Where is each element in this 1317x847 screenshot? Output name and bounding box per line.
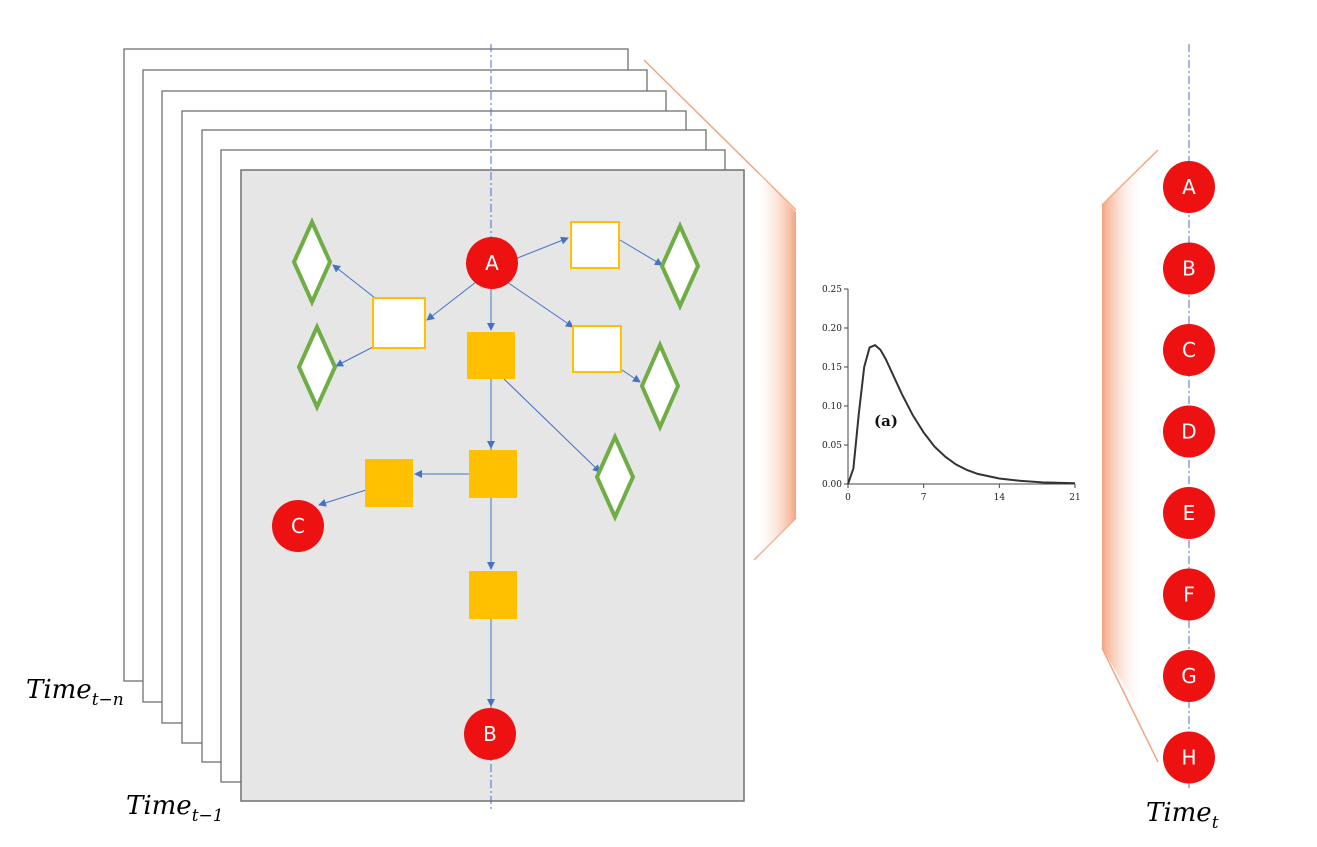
gold-square bbox=[469, 571, 517, 619]
svg-text:A: A bbox=[485, 251, 499, 275]
green-diamond bbox=[296, 322, 338, 412]
chart-y-tick-label: 0.15 bbox=[822, 363, 842, 373]
chart-y-tick-label: 0.00 bbox=[822, 480, 842, 490]
gold-square bbox=[365, 459, 413, 507]
white-box bbox=[572, 325, 622, 373]
chart-annotation: (a) bbox=[874, 412, 898, 430]
white-box bbox=[570, 221, 620, 269]
green-diamond bbox=[594, 432, 636, 522]
green-diamond bbox=[659, 221, 701, 311]
chart-y-tick-label: 0.10 bbox=[822, 402, 842, 412]
svg-text:H: H bbox=[1181, 746, 1196, 770]
graph-node-a: A bbox=[466, 237, 518, 289]
chart-x-tick-label: 0 bbox=[845, 493, 851, 503]
output-node-b: B bbox=[1163, 242, 1215, 295]
output-node-e: E bbox=[1163, 487, 1215, 539]
green-diamonds bbox=[291, 217, 701, 522]
output-node-h: H bbox=[1163, 731, 1215, 784]
svg-text:B: B bbox=[1182, 257, 1196, 281]
gold-square bbox=[467, 332, 515, 379]
svg-text:B: B bbox=[483, 722, 497, 746]
svg-text:A: A bbox=[1182, 175, 1196, 199]
white-box bbox=[372, 297, 426, 349]
chart-x-tick-label: 7 bbox=[921, 493, 927, 503]
gold-square bbox=[469, 450, 517, 498]
intermediate-white-boxes bbox=[372, 221, 622, 373]
gold-squares bbox=[365, 332, 517, 619]
output-node-c: C bbox=[1163, 324, 1215, 376]
projection-wedge-right bbox=[1101, 149, 1159, 763]
green-diamond bbox=[639, 340, 681, 432]
time-label-t-minus-n: Timet−n bbox=[26, 675, 124, 710]
chart-series-line bbox=[847, 344, 1076, 485]
graph-edges bbox=[318, 236, 663, 707]
green-diamond bbox=[291, 217, 333, 307]
time-label-t: Timet bbox=[1146, 798, 1219, 833]
chart-x-tick-label: 21 bbox=[1069, 493, 1080, 503]
graph-node-b: B bbox=[464, 708, 516, 760]
chart-y-tick-label: 0.20 bbox=[822, 324, 842, 334]
svg-text:D: D bbox=[1181, 420, 1196, 444]
output-node-column: A B C D E F G H bbox=[1163, 161, 1215, 784]
projection-wedge-left bbox=[643, 59, 797, 561]
svg-text:E: E bbox=[1183, 501, 1196, 525]
svg-text:G: G bbox=[1181, 664, 1197, 688]
output-node-f: F bbox=[1163, 568, 1215, 621]
svg-text:C: C bbox=[1182, 338, 1196, 362]
graph-node-c: C bbox=[272, 500, 324, 552]
output-node-g: G bbox=[1163, 650, 1215, 702]
chart-y-tick-label: 0.05 bbox=[822, 441, 842, 451]
distribution-chart: 0.00 0.05 0.10 0.15 0.20 0.25 0 7 14 21 (a) bbox=[822, 285, 1081, 503]
time-label-t-minus-1: Timet−1 bbox=[126, 791, 224, 826]
output-node-d: D bbox=[1163, 405, 1215, 458]
chart-x-tick-label: 14 bbox=[994, 493, 1006, 503]
chart-y-tick-label: 0.25 bbox=[822, 285, 842, 295]
output-node-a: A bbox=[1163, 161, 1215, 213]
svg-text:C: C bbox=[291, 514, 305, 538]
svg-text:F: F bbox=[1183, 583, 1195, 607]
